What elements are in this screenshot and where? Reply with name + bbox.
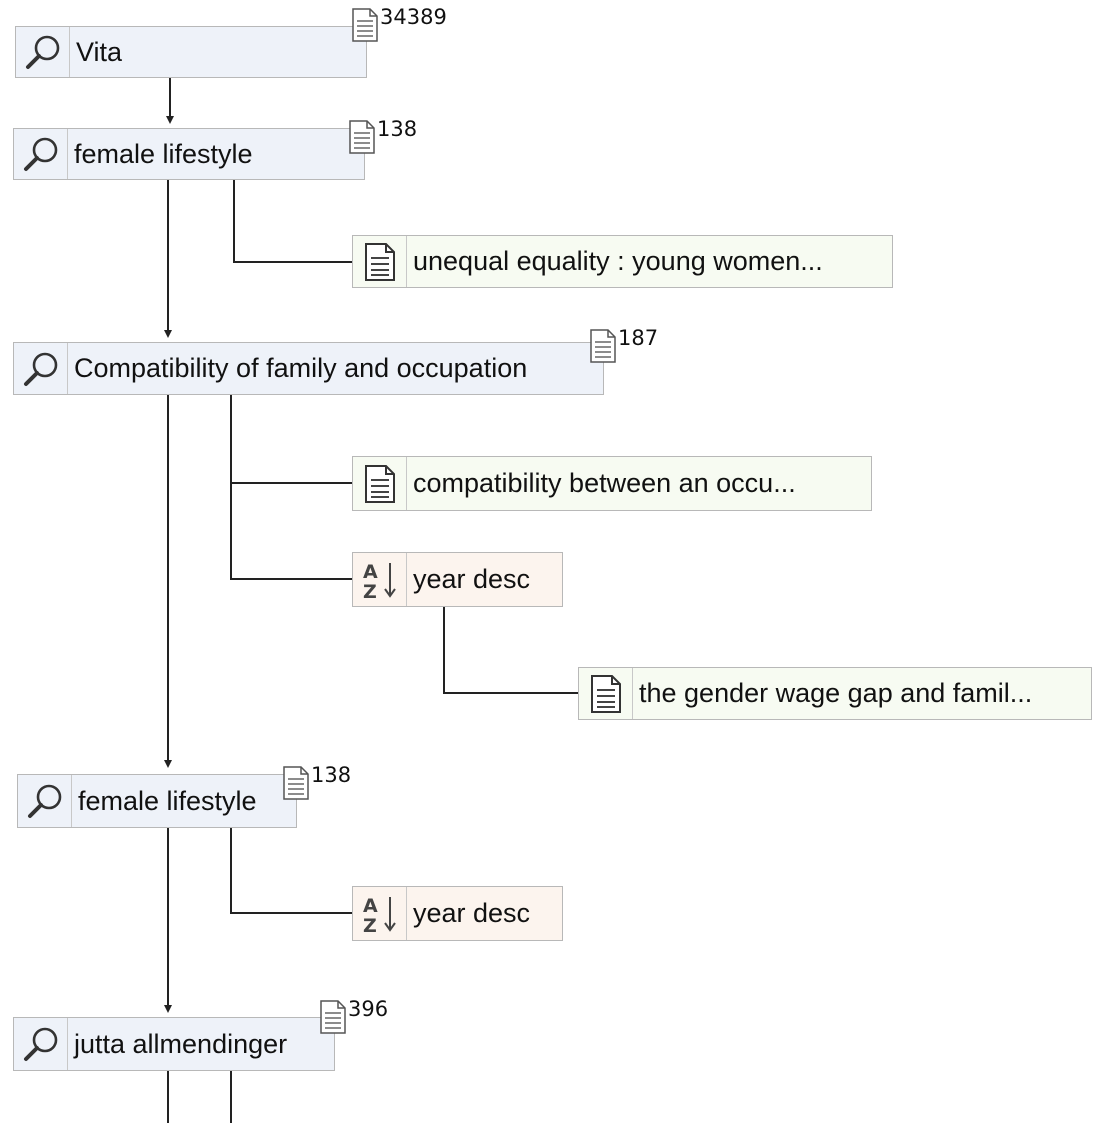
- connector-arrow: [164, 1005, 172, 1013]
- connector-line: [167, 828, 169, 1008]
- sort-node-label: year desc: [413, 898, 531, 928]
- result-count: 138: [283, 763, 352, 800]
- document-node-unequal-equality[interactable]: unequal equality : young women...: [352, 235, 893, 288]
- connector-line: [443, 692, 578, 694]
- connector-line: [230, 578, 352, 580]
- document-node-label: unequal equality : young women...: [413, 246, 823, 276]
- document-icon: [353, 457, 407, 510]
- result-count: 187: [590, 326, 659, 363]
- connector-line: [233, 261, 352, 263]
- document-node-compatibility-between[interactable]: compatibility between an occu...: [352, 456, 872, 511]
- svg-text:Z: Z: [363, 581, 377, 602]
- connector-line: [169, 78, 171, 118]
- query-node-label: Vita: [76, 36, 123, 67]
- result-count-value: 396: [348, 997, 389, 1021]
- connector-line: [230, 1071, 232, 1123]
- document-icon: [353, 236, 407, 287]
- query-node-jutta-allmendinger[interactable]: jutta allmendinger: [13, 1017, 335, 1071]
- connector-line: [230, 482, 352, 484]
- result-count-document-icon: [283, 766, 309, 800]
- query-node-compatibility[interactable]: Compatibility of family and occupation: [13, 342, 604, 395]
- query-node-female-lifestyle-2[interactable]: female lifestyle: [17, 774, 297, 828]
- connector-line: [167, 180, 169, 332]
- document-node-gender-wage-gap[interactable]: the gender wage gap and famil...: [578, 667, 1092, 720]
- connector-arrow: [164, 760, 172, 768]
- document-node-label: compatibility between an occu...: [413, 468, 796, 498]
- magnifier-icon: [16, 27, 70, 77]
- result-count-value: 34389: [380, 5, 447, 29]
- result-count: 396: [320, 997, 389, 1034]
- svg-text:A: A: [363, 895, 378, 917]
- result-count: 138: [349, 117, 418, 154]
- connector-line: [167, 395, 169, 762]
- result-count-document-icon: [349, 120, 375, 154]
- magnifier-icon: [14, 1018, 68, 1070]
- result-count-document-icon: [320, 1000, 346, 1034]
- query-node-label: Compatibility of family and occupation: [74, 353, 528, 383]
- result-count-document-icon: [352, 8, 378, 42]
- query-node-label: female lifestyle: [74, 138, 253, 169]
- query-node-vita[interactable]: Vita: [15, 26, 367, 78]
- result-count-value: 138: [311, 763, 352, 787]
- sort-node-label: year desc: [413, 564, 531, 594]
- result-count-document-icon: [590, 329, 616, 363]
- result-count-value: 138: [377, 117, 418, 141]
- connector-arrow: [164, 330, 172, 338]
- connector-line: [230, 912, 352, 914]
- magnifier-icon: [14, 129, 68, 179]
- connector-line: [167, 1071, 169, 1123]
- result-count: 34389: [352, 5, 447, 42]
- svg-text:A: A: [363, 561, 378, 583]
- magnifier-icon: [14, 343, 68, 394]
- connector-line: [230, 828, 232, 914]
- document-node-label: the gender wage gap and famil...: [639, 678, 1033, 708]
- query-node-female-lifestyle[interactable]: female lifestyle: [13, 128, 365, 180]
- document-icon: [579, 668, 633, 719]
- svg-text:Z: Z: [363, 915, 377, 936]
- query-node-label: jutta allmendinger: [74, 1028, 288, 1059]
- query-node-label: female lifestyle: [78, 785, 257, 816]
- result-count-value: 187: [618, 326, 659, 350]
- connector-line: [443, 607, 445, 694]
- magnifier-icon: [18, 775, 72, 827]
- connector-line: [230, 395, 232, 580]
- connector-line: [233, 180, 235, 263]
- connector-arrow: [166, 116, 174, 124]
